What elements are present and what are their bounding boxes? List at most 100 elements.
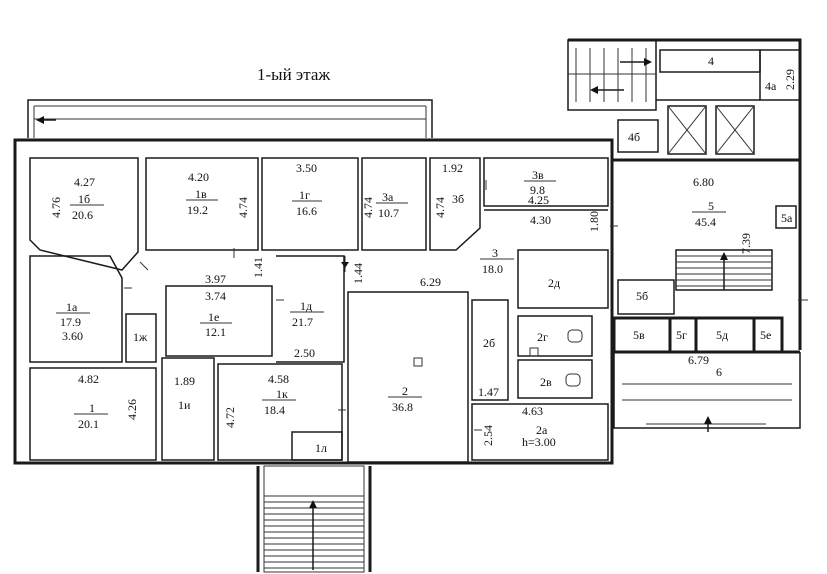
room-2: 2 36.8 [347, 291, 469, 463]
svg-text:5: 5 [708, 199, 714, 213]
svg-text:4.76: 4.76 [49, 197, 63, 218]
svg-text:18.4: 18.4 [264, 403, 285, 417]
room-1k: 4.58 1к 18.4 4.72 [217, 363, 343, 461]
room-1: 4.82 1 20.1 4.26 [29, 367, 157, 461]
svg-text:1а: 1а [66, 300, 78, 314]
svg-text:4.74: 4.74 [433, 197, 447, 218]
svg-text:2а: 2а [536, 423, 548, 437]
svg-text:4.25: 4.25 [528, 193, 549, 207]
room-5d: 5д [694, 316, 756, 354]
svg-text:1л: 1л [315, 441, 327, 455]
svg-text:36.8: 36.8 [392, 400, 413, 414]
room-5: 6.80 5 45.4 7.39 [692, 175, 753, 254]
svg-text:9.8: 9.8 [530, 183, 545, 197]
svg-text:5б: 5б [636, 289, 648, 303]
room-5g: 5г [668, 316, 698, 354]
svg-text:2: 2 [402, 384, 408, 398]
svg-text:3.60: 3.60 [62, 329, 83, 343]
room-1e: 3.97 3.74 1е 12.1 [165, 272, 273, 357]
svg-text:3а: 3а [382, 190, 394, 204]
floor-title: 1-ый этаж [257, 65, 330, 84]
svg-text:4.20: 4.20 [188, 170, 209, 184]
svg-text:3б: 3б [452, 192, 464, 206]
svg-text:20.6: 20.6 [72, 208, 93, 222]
svg-text:4.58: 4.58 [268, 372, 289, 386]
svg-text:10.7: 10.7 [378, 206, 399, 220]
svg-text:1.92: 1.92 [442, 161, 463, 175]
svg-text:1д: 1д [300, 299, 312, 313]
svg-text:6.29: 6.29 [420, 275, 441, 289]
svg-text:5г: 5г [676, 328, 687, 342]
svg-text:20.1: 20.1 [78, 417, 99, 431]
room-1d: 1.41 1д 21.7 2.50 [251, 255, 345, 363]
svg-text:1.47: 1.47 [478, 385, 499, 399]
svg-text:2.50: 2.50 [294, 346, 315, 360]
svg-text:16.6: 16.6 [296, 204, 317, 218]
svg-text:4.74: 4.74 [361, 197, 375, 218]
svg-text:4б: 4б [628, 130, 640, 144]
building-outline [13, 138, 614, 465]
room-1i: 1.89 1и [161, 357, 215, 461]
svg-text:21.7: 21.7 [292, 315, 313, 329]
svg-text:4.26: 4.26 [125, 399, 139, 420]
svg-text:3.50: 3.50 [296, 161, 317, 175]
room-2v: 2в [517, 359, 593, 399]
svg-text:3.97: 3.97 [205, 272, 226, 286]
svg-text:1: 1 [89, 401, 95, 415]
svg-text:7.39: 7.39 [739, 233, 753, 254]
svg-text:1к: 1к [276, 387, 288, 401]
svg-text:5в: 5в [633, 328, 645, 342]
room-5e: 5е [752, 316, 784, 354]
svg-text:2д: 2д [548, 276, 560, 290]
svg-text:1.89: 1.89 [174, 374, 195, 388]
svg-text:1.44: 1.44 [351, 263, 365, 284]
svg-text:4.82: 4.82 [78, 372, 99, 386]
svg-text:5е: 5е [760, 328, 771, 342]
svg-text:19.2: 19.2 [187, 203, 208, 217]
svg-text:6: 6 [716, 365, 722, 379]
room-2a: 4.63 2.54 2а h=3.00 [471, 403, 609, 461]
svg-text:2.29: 2.29 [783, 69, 797, 90]
room-1g: 3.50 1г 16.6 [261, 157, 359, 251]
svg-text:4а: 4а [765, 79, 777, 93]
room-4b: 4б [617, 119, 659, 153]
room-2b: 2б 1.47 [471, 299, 509, 401]
svg-text:3в: 3в [532, 168, 544, 182]
svg-text:4: 4 [708, 54, 714, 68]
door-marks [124, 180, 808, 431]
svg-text:2б: 2б [483, 336, 495, 350]
svg-text:1в: 1в [195, 187, 207, 201]
svg-text:1г: 1г [299, 188, 310, 202]
room-1b: 4.27 1б 20.6 4.76 [29, 157, 139, 271]
svg-text:1ж: 1ж [133, 330, 148, 344]
svg-text:h=3.00: h=3.00 [522, 435, 556, 449]
svg-text:45.4: 45.4 [695, 215, 716, 229]
svg-text:3: 3 [492, 246, 498, 260]
room-1l: 1л [291, 431, 343, 461]
room-5a: 5а [775, 205, 797, 229]
svg-text:4.27: 4.27 [74, 175, 95, 189]
svg-text:5а: 5а [781, 211, 793, 225]
room-5b: 5б [617, 279, 675, 315]
terrace-outline [27, 99, 433, 138]
svg-text:17.9: 17.9 [60, 315, 81, 329]
svg-text:1б: 1б [78, 192, 90, 206]
svg-text:3.74: 3.74 [205, 289, 226, 303]
room-1v: 4.20 1в 19.2 4.74 [145, 157, 259, 251]
svg-text:4.30: 4.30 [530, 213, 551, 227]
svg-text:18.0: 18.0 [482, 262, 503, 276]
room-2g: 2г [517, 315, 593, 357]
svg-text:4.74: 4.74 [236, 197, 250, 218]
room-1a: 1а 17.9 3.60 [29, 255, 123, 363]
upper-staircase [567, 39, 657, 111]
svg-text:6.80: 6.80 [693, 175, 714, 189]
svg-text:2г: 2г [537, 330, 548, 344]
room-3b: 1.92 4.74 3б [429, 157, 481, 251]
svg-text:2.54: 2.54 [481, 425, 495, 446]
room-5v: 5в [612, 316, 672, 354]
room-3v: 3в 9.8 4.25 [483, 157, 609, 207]
room-6: 6.79 6 [613, 352, 801, 432]
svg-text:1.80: 1.80 [587, 211, 601, 232]
svg-text:4.63: 4.63 [522, 404, 543, 418]
